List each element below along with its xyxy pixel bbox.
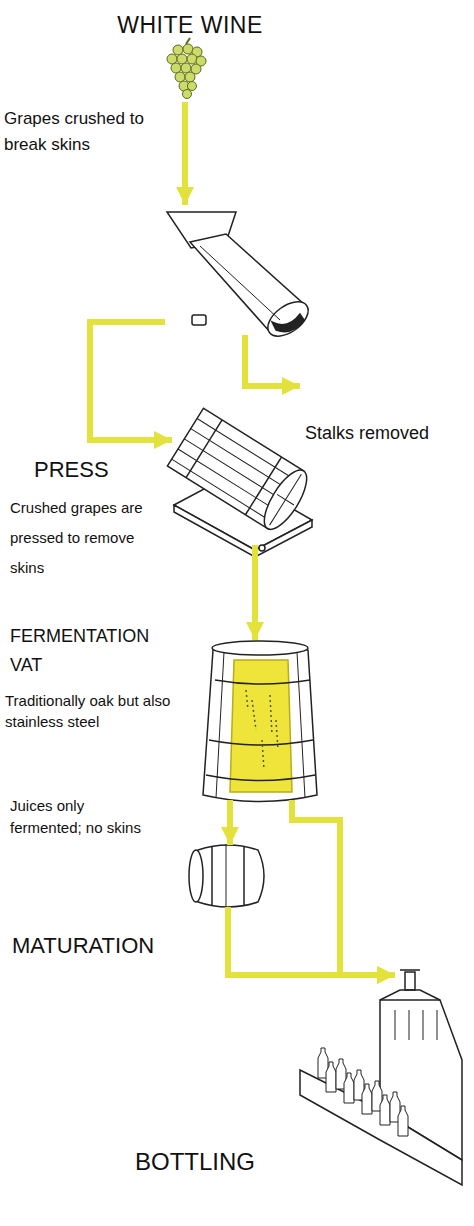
process-stage: Grapes crushed to break skins — [165, 210, 310, 335]
flow-arrow — [182, 102, 188, 205]
filler-nozzle — [409, 1010, 410, 1040]
fermentation-vat — [203, 641, 317, 802]
stage-note: Juices only fermented; no skins — [10, 795, 145, 839]
flow-arrow — [228, 907, 395, 975]
stage-label: PRESS — [34, 457, 164, 483]
process-stage: Stalks removed — [300, 372, 468, 450]
bottle — [326, 1062, 336, 1092]
bottle — [380, 1095, 390, 1125]
wine-press — [167, 408, 314, 557]
diagram-title: WHITE WINE — [0, 12, 380, 39]
stage-label: Grapes crushed to break skins — [4, 106, 156, 159]
stage-label: FERMENTATION VAT — [10, 622, 182, 680]
stage-label: Stalks removed — [305, 422, 465, 445]
process-stage: BOTTLING — [395, 960, 470, 1190]
bottle — [362, 1084, 372, 1114]
stage-label: MATURATION — [12, 933, 182, 959]
crusher — [167, 212, 314, 343]
flow-arrow — [292, 800, 395, 975]
filler-nozzle — [423, 1010, 424, 1040]
stage-note: Crushed grapes are pressed to remove ski… — [10, 493, 168, 583]
filler-nozzle — [437, 1010, 438, 1040]
filler-nozzle — [395, 1010, 396, 1040]
stage-note: Traditionally oak but also stainless ste… — [5, 690, 197, 732]
bottling-machine — [300, 970, 462, 1185]
grape-cluster — [167, 38, 206, 99]
flow-arrow — [227, 800, 233, 845]
process-stage: MATURATION — [188, 845, 268, 907]
barrel — [189, 844, 264, 908]
process-stage: FERMENTATION VATTraditionally oak but al… — [205, 640, 317, 800]
bottle — [398, 1106, 408, 1136]
process-stage: PRESSCrushed grapes are pressed to remov… — [172, 415, 307, 545]
flow-arrow — [90, 322, 172, 440]
bottle — [344, 1073, 354, 1103]
stage-label: BOTTLING — [135, 1148, 305, 1177]
flow-arrow — [245, 335, 300, 386]
flow-arrow — [252, 545, 258, 640]
